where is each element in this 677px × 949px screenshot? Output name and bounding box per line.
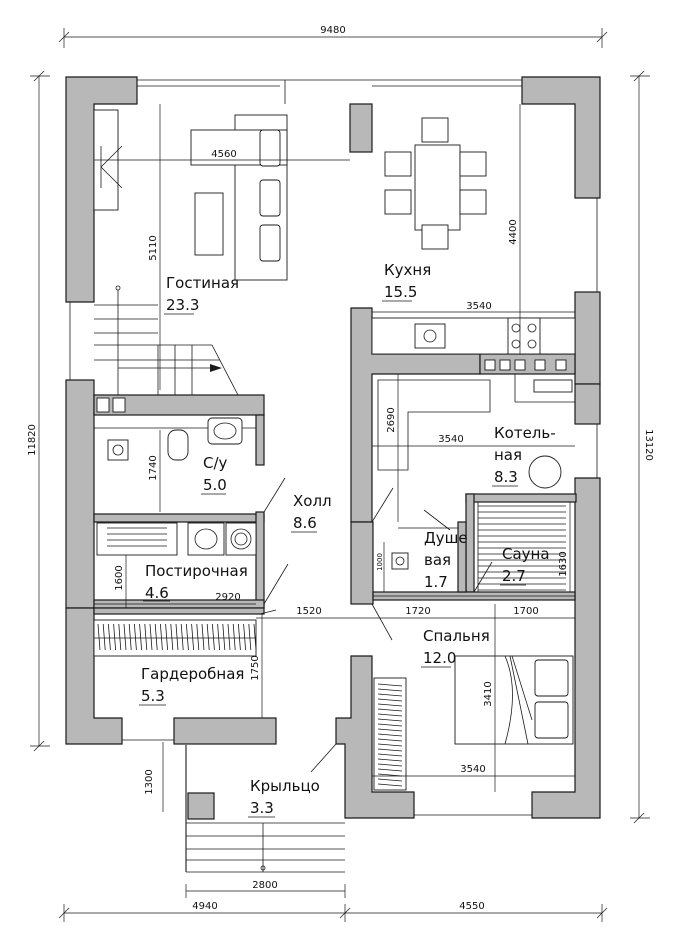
dim-left-height: 11820 <box>27 424 38 456</box>
boiler-furniture <box>371 374 575 523</box>
bedroom-name: Спальня <box>423 627 490 645</box>
dim-living-width: 4560 <box>211 149 236 160</box>
wardrobe-name: Гардеробная <box>141 665 244 683</box>
dim-shower-height: 1000 <box>376 553 384 571</box>
dim-kitchen-width: 3540 <box>466 301 491 312</box>
bath-area: 5.0 <box>203 476 227 494</box>
kitchen-area: 15.5 <box>384 283 417 301</box>
dim-kitchen-height: 4400 <box>508 219 519 244</box>
dim-bedroom-height: 3410 <box>483 681 494 706</box>
dim-bath-height: 1740 <box>148 455 159 480</box>
bedroom-area: 12.0 <box>423 649 456 667</box>
dim-boiler-height: 2690 <box>386 407 397 432</box>
sauna-area: 2.7 <box>502 567 526 585</box>
dim-hall-width: 1520 <box>296 606 321 617</box>
dim-sauna-width: 1700 <box>513 606 538 617</box>
room-labels: Гостиная 23.3 Кухня 15.5 С/у 5.0 Холл 8.… <box>139 261 556 818</box>
dim-boiler-width: 3540 <box>438 434 463 445</box>
living-room-name: Гостиная <box>166 274 239 292</box>
dim-total-width: 9480 <box>320 25 345 36</box>
porch-name: Крыльцо <box>250 777 320 795</box>
shower-area: 1.7 <box>424 573 448 591</box>
bedroom-furniture <box>371 603 575 792</box>
kitchen-name: Кухня <box>384 261 431 279</box>
porch-area: 3.3 <box>250 799 274 817</box>
bath-furniture <box>94 397 256 512</box>
dim-wardrobe-height: 1750 <box>250 655 261 680</box>
stairs <box>94 285 239 396</box>
dim-porch-height: 1300 <box>144 769 155 794</box>
shower-name-1: Душе <box>424 529 468 547</box>
dim-bottom-right: 4550 <box>459 901 484 912</box>
walls <box>65 76 601 820</box>
hall-area: 8.6 <box>293 514 317 532</box>
boiler-name-1: Котель- <box>494 424 556 442</box>
boiler-area: 8.3 <box>494 468 518 486</box>
dim-sauna-height: 1630 <box>558 551 569 576</box>
wardrobe-area: 5.3 <box>141 687 165 705</box>
dim-porch-width: 2800 <box>252 880 277 891</box>
boiler-name-2: ная <box>494 446 522 464</box>
shower-sauna-furniture <box>373 502 575 597</box>
dim-laundry-height: 1600 <box>114 565 125 590</box>
dim-shower-width: 1720 <box>405 606 430 617</box>
living-furniture <box>93 104 350 390</box>
laundry-name: Постирочная <box>145 562 248 580</box>
bath-name: С/у <box>203 454 228 472</box>
dimension-lines <box>30 28 650 922</box>
living-room-area: 23.3 <box>166 296 199 314</box>
dim-laundry-width: 2920 <box>215 592 240 603</box>
dim-bottom-left: 4940 <box>192 901 217 912</box>
dimension-texts: 9480 11820 13120 4940 4550 4560 5110 440… <box>27 25 654 912</box>
shower-name-2: вая <box>424 551 451 569</box>
laundry-area: 4.6 <box>145 584 169 602</box>
windows <box>69 79 598 816</box>
hall-name: Холл <box>293 492 332 510</box>
dim-right-height: 13120 <box>643 429 654 461</box>
wardrobe-furniture <box>93 609 277 718</box>
kitchen-furniture <box>371 104 576 371</box>
dim-living-height: 5110 <box>148 235 159 260</box>
porch-steps <box>185 743 345 873</box>
laundry-furniture <box>94 477 575 619</box>
dim-bedroom-width: 3540 <box>460 764 485 775</box>
sauna-name: Сауна <box>502 545 550 563</box>
